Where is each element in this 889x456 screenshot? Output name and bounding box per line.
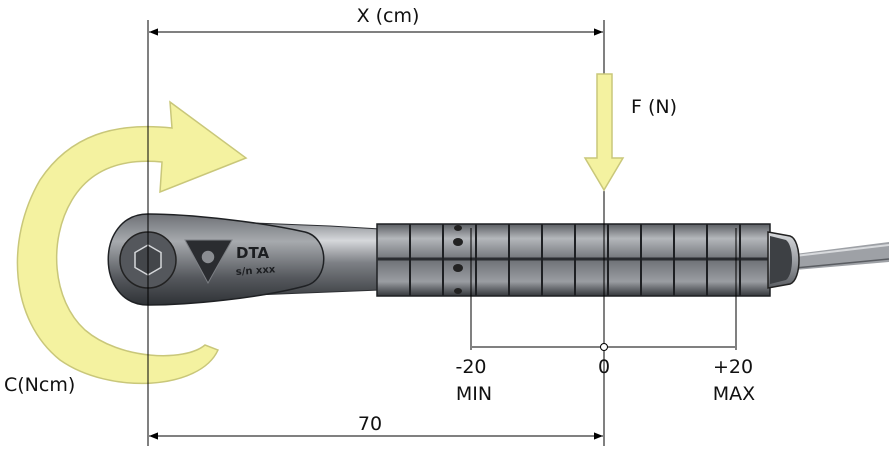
center-distance-label: 70 xyxy=(358,413,382,435)
scale-max-word: MAX xyxy=(713,383,755,405)
x-dimension-label: X (cm) xyxy=(357,5,420,27)
force-label: F (N) xyxy=(631,96,677,118)
wrench-end-cap xyxy=(767,231,800,289)
scale-max-value: +20 xyxy=(713,356,753,378)
torque-label: C(Ncm) xyxy=(4,374,75,396)
position-scale xyxy=(470,228,737,351)
torque-arrow-icon xyxy=(16,100,248,385)
wrench-grip xyxy=(376,223,771,297)
scale-min-word: MIN xyxy=(456,383,492,405)
serial-marking: s/n xxx xyxy=(235,264,276,278)
grip-holes xyxy=(453,225,463,294)
wrench-head xyxy=(107,213,325,306)
cable xyxy=(794,242,889,270)
force-arrow-icon xyxy=(583,73,625,192)
scale-zero: 0 xyxy=(598,356,610,378)
scale-min-value: -20 xyxy=(455,356,486,378)
brand-marking: DTA xyxy=(236,244,270,262)
